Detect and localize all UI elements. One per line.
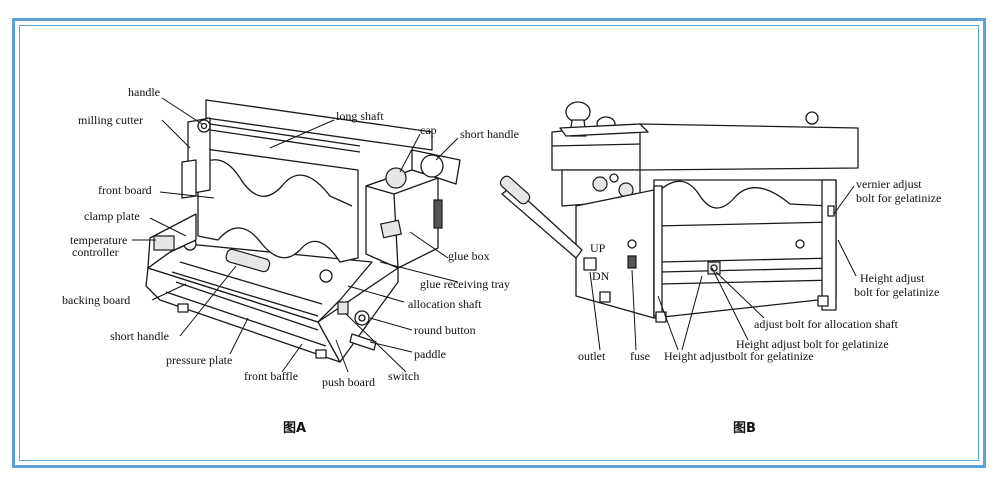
label-outlet: outlet xyxy=(578,349,606,363)
label-vernier-1: vernier adjust xyxy=(856,177,922,191)
machine-a-drawing xyxy=(145,99,461,363)
labels-b: vernier adjust bolt for gelatinize Heigh… xyxy=(578,177,941,363)
b-outlet xyxy=(583,257,597,271)
outer-frame xyxy=(12,18,986,468)
label-push-board: push board xyxy=(322,375,375,389)
machine-b-drawing xyxy=(499,101,859,323)
label-up: UP xyxy=(590,241,606,255)
label-height-right-1: Height adjust xyxy=(860,271,925,285)
label-backing-board: backing board xyxy=(62,293,130,307)
label-front-board: front board xyxy=(98,183,152,197)
label-temperature: temperature xyxy=(70,233,127,247)
label-short-handle-top: short handle xyxy=(460,127,519,141)
label-short-handle-bottom: short handle xyxy=(110,329,169,343)
labels-a: handle milling cutter long shaft cap sho… xyxy=(62,85,519,389)
label-height-adjust-gel: Height adjust bolt for gelatinize xyxy=(736,337,889,351)
a-paddle xyxy=(349,333,377,351)
label-height-right-2: bolt for gelatinize xyxy=(854,285,939,299)
a-switch xyxy=(337,301,349,315)
a-short-handle-knob xyxy=(420,154,444,178)
label-handle: handle xyxy=(128,85,160,99)
caption-a: 图A xyxy=(283,421,306,436)
leader-lines xyxy=(132,97,857,373)
label-clamp-plate: clamp plate xyxy=(84,209,140,223)
label-glue-receiving-tray: glue receiving tray xyxy=(420,277,510,291)
label-milling-cutter: milling cutter xyxy=(78,113,143,127)
label-switch: switch xyxy=(388,369,419,383)
a-short-handle-roller xyxy=(225,248,271,273)
label-pressure-plate: pressure plate xyxy=(166,353,232,367)
caption-b: 图B xyxy=(733,421,756,436)
a-cap xyxy=(385,167,407,189)
label-dn: DN xyxy=(592,269,610,283)
label-round-button: round button xyxy=(414,323,476,337)
label-fuse: fuse xyxy=(630,349,650,363)
label-front-baffle: front baffle xyxy=(244,369,298,383)
b-left-side-panel xyxy=(575,189,655,319)
b-handle-knob xyxy=(565,101,591,123)
label-paddle: paddle xyxy=(414,347,446,361)
a-front-board xyxy=(197,147,359,263)
b-fuse xyxy=(627,255,637,269)
b-right-post xyxy=(821,179,837,311)
label-adjust-allocation: adjust bolt for allocation shaft xyxy=(754,317,899,331)
b-main-body xyxy=(653,179,837,319)
inner-frame xyxy=(19,25,979,461)
a-back-frame xyxy=(205,99,433,151)
label-controller: controller xyxy=(72,245,119,259)
label-long-shaft: long shaft xyxy=(336,109,384,123)
label-cap: cap xyxy=(420,123,437,137)
label-height-adjustbolt: Height adjustbolt for gelatinize xyxy=(664,349,814,363)
label-glue-box: glue box xyxy=(448,249,490,263)
label-vernier-2: bolt for gelatinize xyxy=(856,191,941,205)
label-allocation-shaft: allocation shaft xyxy=(408,297,482,311)
